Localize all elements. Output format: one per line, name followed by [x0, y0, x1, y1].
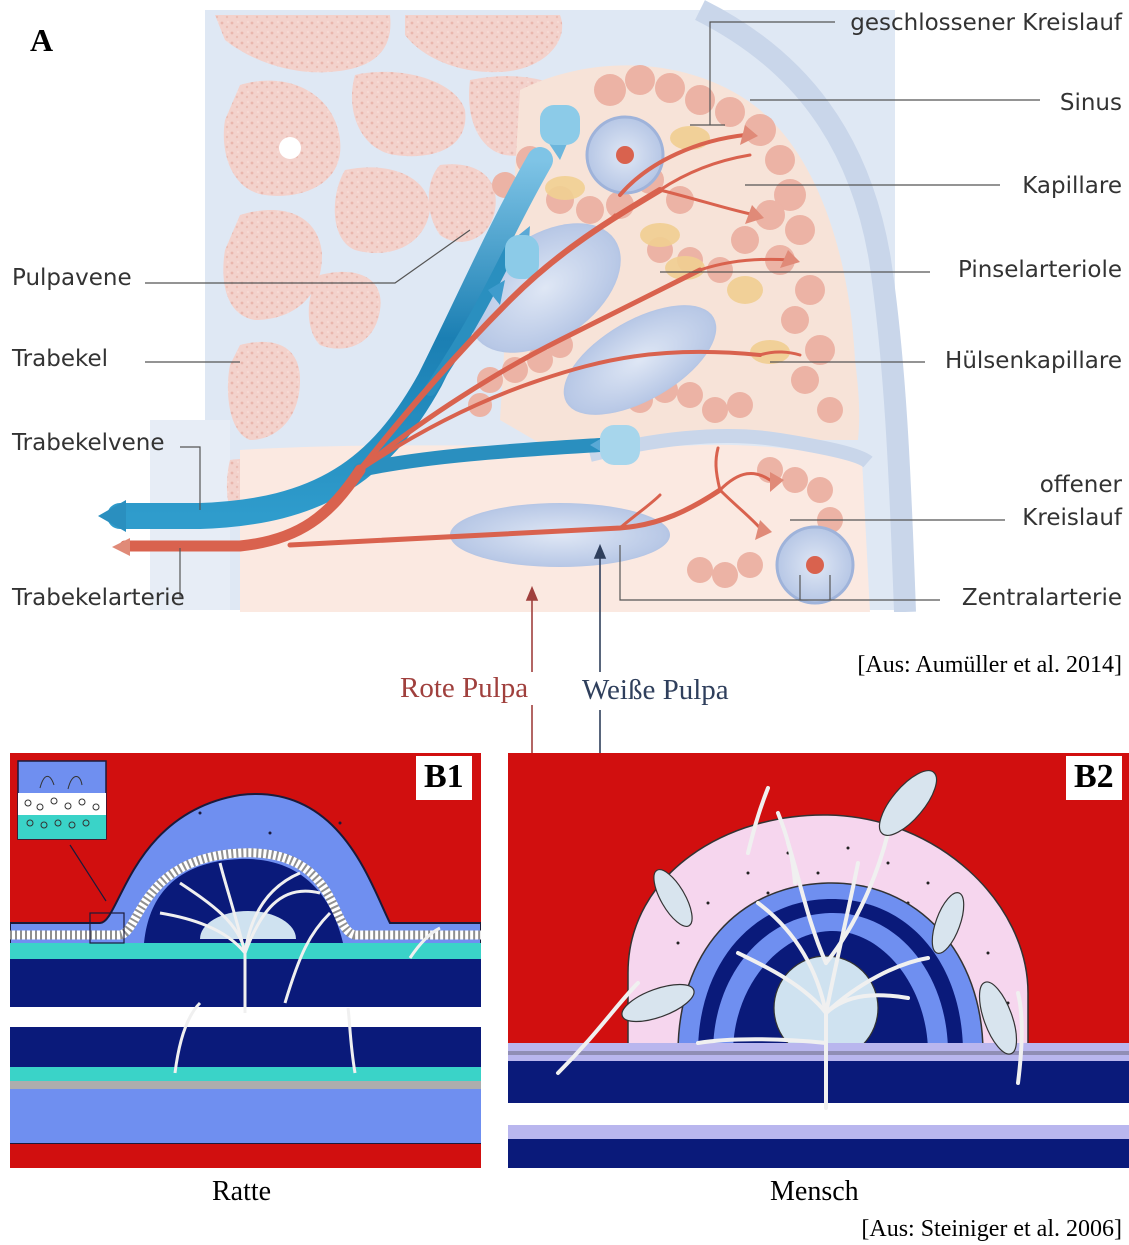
central-artery-dot: [616, 146, 634, 164]
b2-navy-band-lower: [508, 1139, 1129, 1168]
label-trabekelarterie: Trabekelarterie: [12, 585, 185, 611]
central-artery-dot: [806, 556, 824, 574]
label-zentralarterie: Zentralarterie: [962, 585, 1122, 611]
panel-b1-badge: B1: [416, 756, 472, 800]
label-rote-pulpa: Rote Pulpa: [400, 672, 528, 705]
b1-navy-band-lower: [10, 1027, 481, 1067]
label-weisse-pulpa: Weiße Pulpa: [582, 674, 729, 707]
caption-ratte: Ratte: [212, 1176, 271, 1208]
caption-mensch: Mensch: [770, 1176, 859, 1208]
b1-light-blue-bottom: [10, 1089, 481, 1143]
panel-a-letter: A: [30, 22, 53, 59]
lobule-hole: [279, 137, 301, 159]
b2-white-band: [508, 1103, 1129, 1125]
label-huelsenkapillare: Hülsenkapillare: [945, 348, 1122, 374]
label-trabekel: Trabekel: [12, 346, 108, 372]
citation-aumueller: [Aus: Aumüller et al. 2014]: [857, 652, 1122, 679]
panel-b1-illustration: [10, 753, 481, 1168]
b2-navy-band: [508, 1061, 1129, 1103]
label-kapillare: Kapillare: [1022, 173, 1122, 199]
panel-b2-illustration: [508, 753, 1129, 1168]
label-pinselarteriole: Pinselarteriole: [958, 257, 1122, 283]
citation-steiniger: [Aus: Steiniger et al. 2006]: [861, 1216, 1122, 1243]
panel-a-illustration: [0, 0, 1129, 620]
b1-teal-band-lower: [10, 1067, 481, 1081]
label-kreislauf: Kreislauf: [1022, 505, 1122, 531]
label-pulpavene: Pulpavene: [12, 265, 132, 291]
panel-b2-badge: B2: [1066, 756, 1122, 800]
label-trabekelvene: Trabekelvene: [12, 430, 165, 456]
label-offener: offener: [1040, 472, 1122, 498]
lobule: [429, 164, 496, 242]
label-sinus: Sinus: [1060, 90, 1122, 116]
label-geschlossener-kreislauf: geschlossener Kreislauf: [850, 10, 1122, 36]
